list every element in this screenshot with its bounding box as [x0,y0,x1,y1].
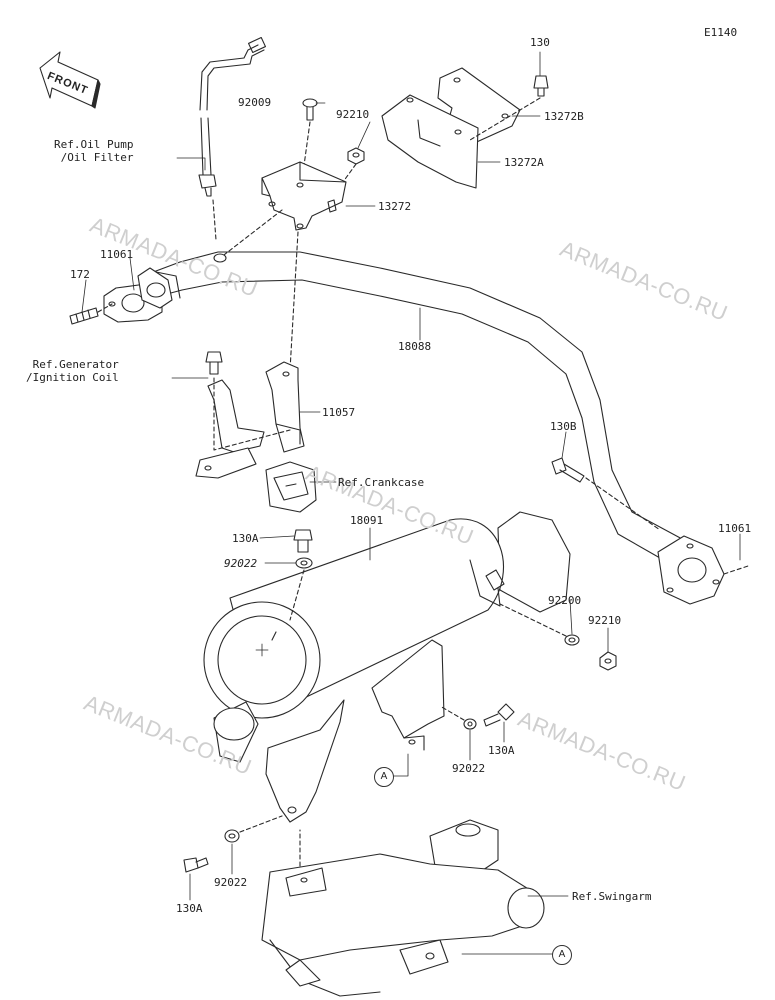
crankcase-ref-part [265,461,317,513]
bolt-130 [469,75,549,141]
label-ref-crankcase: Ref.Crankcase [338,476,425,489]
bolt-ref-generator [205,351,291,451]
callout-a-lower: A [552,945,572,965]
label-13272A: 13272A [504,156,544,169]
bolt-130A-top [293,529,313,553]
label-130A-top: 130A [232,532,259,545]
bracket-11057 [195,361,305,479]
label-11061-left: 11061 [100,248,134,261]
label-11061-right: 11061 [718,522,752,535]
front-arrow-icon [39,51,101,109]
label-92210-top: 92210 [336,108,370,121]
diagram-code: E1140 [704,26,738,39]
label-ref-swingarm: Ref.Swingarm [572,890,652,903]
label-11057: 11057 [322,406,356,419]
label-130: 130 [530,36,550,49]
label-130B: 130B [550,420,577,433]
label-ref-oil-pump: Ref.Oil Pump /Oil Filter [54,138,134,164]
stud-172 [69,303,113,325]
label-18091: 18091 [350,514,384,527]
flange-11061-right [657,535,749,605]
exhaust-pipe-18088 [147,251,685,559]
washer-92022-mid [439,705,477,730]
nut-92210-right [599,651,617,671]
callout-a-upper: A [374,767,394,787]
label-130A-mid: 130A [488,744,515,757]
muffler-18091 [203,511,571,823]
label-92009: 92009 [238,96,272,109]
label-130A-bottom: 130A [176,902,203,915]
bolt-130A-mid [483,703,515,727]
label-92210-right: 92210 [588,614,622,627]
oil-hose [198,36,267,241]
label-13272: 13272 [378,200,412,213]
label-18088: 18088 [398,340,432,353]
label-92022-bottom: 92022 [214,876,248,889]
bolt-130B [551,457,661,531]
label-92200: 92200 [548,594,582,607]
flange-11061-left [103,267,173,323]
bolt-130A-bottom [183,857,209,873]
label-13272B: 13272B [544,110,584,123]
washer-92022-bottom [224,815,283,843]
heat-shield-13272A [381,94,479,189]
leader-lines [81,51,741,955]
label-92022-mid: 92022 [452,762,486,775]
washer-92200 [499,603,580,646]
label-ref-generator: Ref.Generator /Ignition Coil [26,358,119,384]
swingarm-ref [261,819,545,997]
label-172: 172 [70,268,90,281]
label-92022-top: 92022 [224,557,258,570]
bracket-13272 [219,161,347,371]
